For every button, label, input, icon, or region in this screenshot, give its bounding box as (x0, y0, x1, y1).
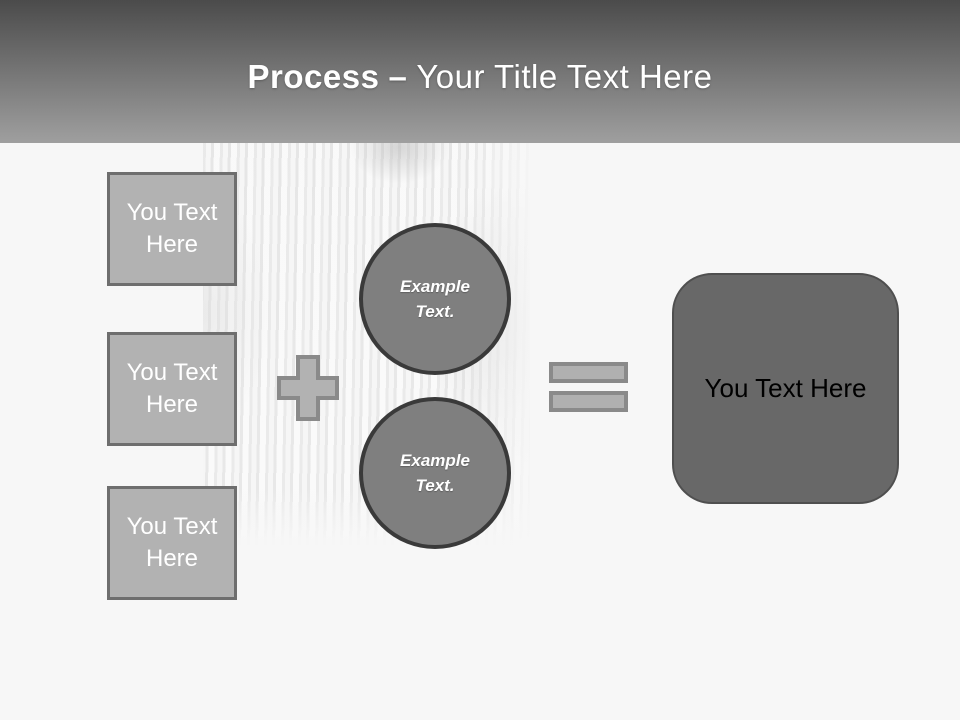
plus-icon (276, 354, 340, 422)
process-box-1: You Text Here (107, 172, 237, 286)
slide-title-keyword: Process (247, 57, 380, 95)
result-box-label: You Text Here (704, 373, 867, 403)
slide-title-dash: – (388, 57, 408, 95)
process-box-2: You Text Here (107, 332, 237, 446)
process-box-3-label: You Text Here (126, 513, 218, 572)
equals-icon (549, 362, 628, 412)
slide-title-subtitle: Your Title Text Here (416, 57, 713, 95)
example-circle-1-label: Example Text. (400, 277, 470, 321)
process-box-2-label: You Text Here (126, 359, 218, 418)
process-box-1-label: You Text Here (126, 199, 218, 258)
slide-header: Process–Your Title Text Here (0, 0, 960, 143)
equals-bar-bottom (549, 391, 628, 412)
slide-title: Process–Your Title Text Here (248, 48, 713, 96)
example-circle-2-label: Example Text. (400, 451, 470, 495)
result-box: You Text Here (672, 273, 899, 504)
example-circle-1: Example Text. (359, 223, 511, 375)
equals-bar-top (549, 362, 628, 383)
process-box-3: You Text Here (107, 486, 237, 600)
example-circle-2: Example Text. (359, 397, 511, 549)
